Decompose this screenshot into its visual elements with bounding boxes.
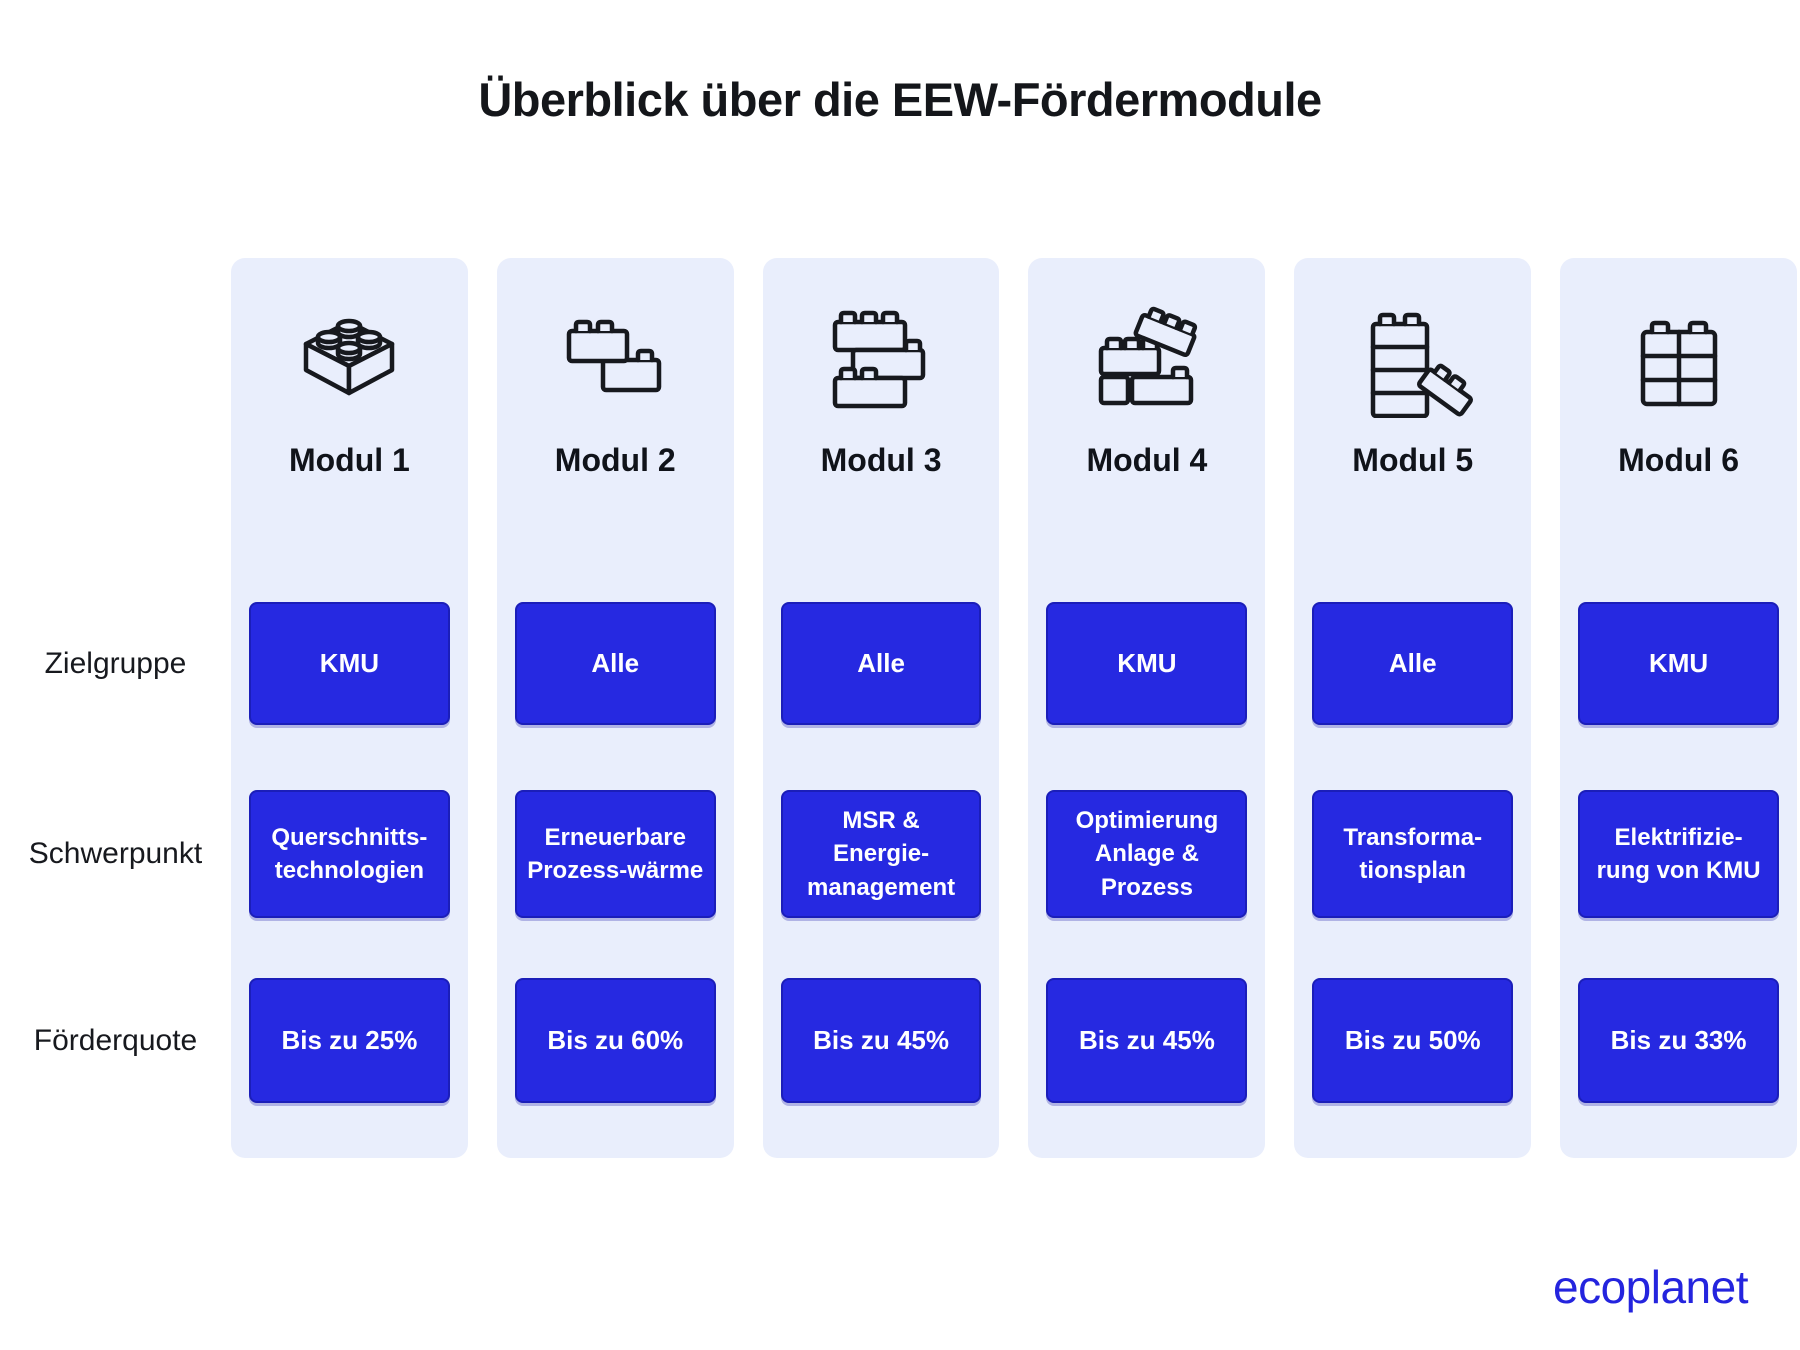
modules-grid: Modul 1 KMU Querschnitts- technologien B… xyxy=(231,258,1797,1158)
row-label-foerderquote: Förderquote xyxy=(33,1023,198,1057)
lego-brick-3d-icon xyxy=(289,298,409,418)
schwerpunkt-value: Querschnitts- technologien xyxy=(249,790,450,918)
foerderquote-value: Bis zu 60% xyxy=(514,978,716,1103)
zielgruppe-value: KMU xyxy=(249,602,450,725)
zielgruppe-value: Alle xyxy=(780,602,982,725)
foerderquote-value: Bis zu 33% xyxy=(1578,978,1779,1103)
module-card-4: Modul 4 KMU Optimierung Anlage & Prozess… xyxy=(1028,258,1266,1158)
foerderquote-value: Bis zu 45% xyxy=(1046,978,1248,1103)
foerderquote-value: Bis zu 50% xyxy=(1312,978,1514,1103)
zielgruppe-value: KMU xyxy=(1578,602,1779,725)
module-card-1: Modul 1 KMU Querschnitts- technologien B… xyxy=(231,258,468,1158)
two-bricks-icon xyxy=(555,298,675,418)
module-card-5: Modul 5 Alle Transforma- tionsplan Bis z… xyxy=(1294,258,1532,1158)
zielgruppe-value: Alle xyxy=(1312,602,1514,725)
page-title: Überblick über die EEW-Fördermodule xyxy=(478,73,1322,126)
schwerpunkt-value: Optimierung Anlage & Prozess xyxy=(1046,790,1248,918)
brick-block-icon xyxy=(1619,298,1739,418)
zielgruppe-value: Alle xyxy=(514,602,716,725)
foerderquote-value: Bis zu 45% xyxy=(780,978,982,1103)
module-name: Modul 1 xyxy=(288,441,410,478)
module-name: Modul 3 xyxy=(820,441,942,478)
row-label-schwerpunkt: Schwerpunkt xyxy=(28,837,203,870)
module-card-6: Modul 6 KMU Elektrifizie- rung von KMU B… xyxy=(1560,258,1797,1158)
row-label-zielgruppe: Zielgruppe xyxy=(44,646,187,680)
schwerpunkt-value: MSR & Energie- management xyxy=(780,790,982,918)
zielgruppe-value: KMU xyxy=(1046,602,1248,725)
schwerpunkt-value: Transforma- tionsplan xyxy=(1312,790,1514,918)
foerderquote-value: Bis zu 25% xyxy=(249,978,450,1103)
brick-tower-icon xyxy=(1353,298,1473,418)
module-name: Modul 2 xyxy=(554,441,676,478)
schwerpunkt-value: Erneuerbare Prozess-wärme xyxy=(514,790,716,918)
module-name: Modul 5 xyxy=(1352,441,1474,478)
ecoplanet-logo: ecoplanet xyxy=(1553,1261,1749,1313)
module-name: Modul 4 xyxy=(1086,441,1208,478)
brick-pile-icon xyxy=(1087,298,1207,418)
module-card-3: Modul 3 Alle MSR & Energie- management B… xyxy=(762,258,1000,1158)
module-name: Modul 6 xyxy=(1618,441,1739,478)
schwerpunkt-value: Elektrifizie- rung von KMU xyxy=(1578,790,1779,918)
module-card-2: Modul 2 Alle Erneuerbare Prozess-wärme B… xyxy=(496,258,734,1158)
stacked-bricks-icon xyxy=(821,298,941,418)
